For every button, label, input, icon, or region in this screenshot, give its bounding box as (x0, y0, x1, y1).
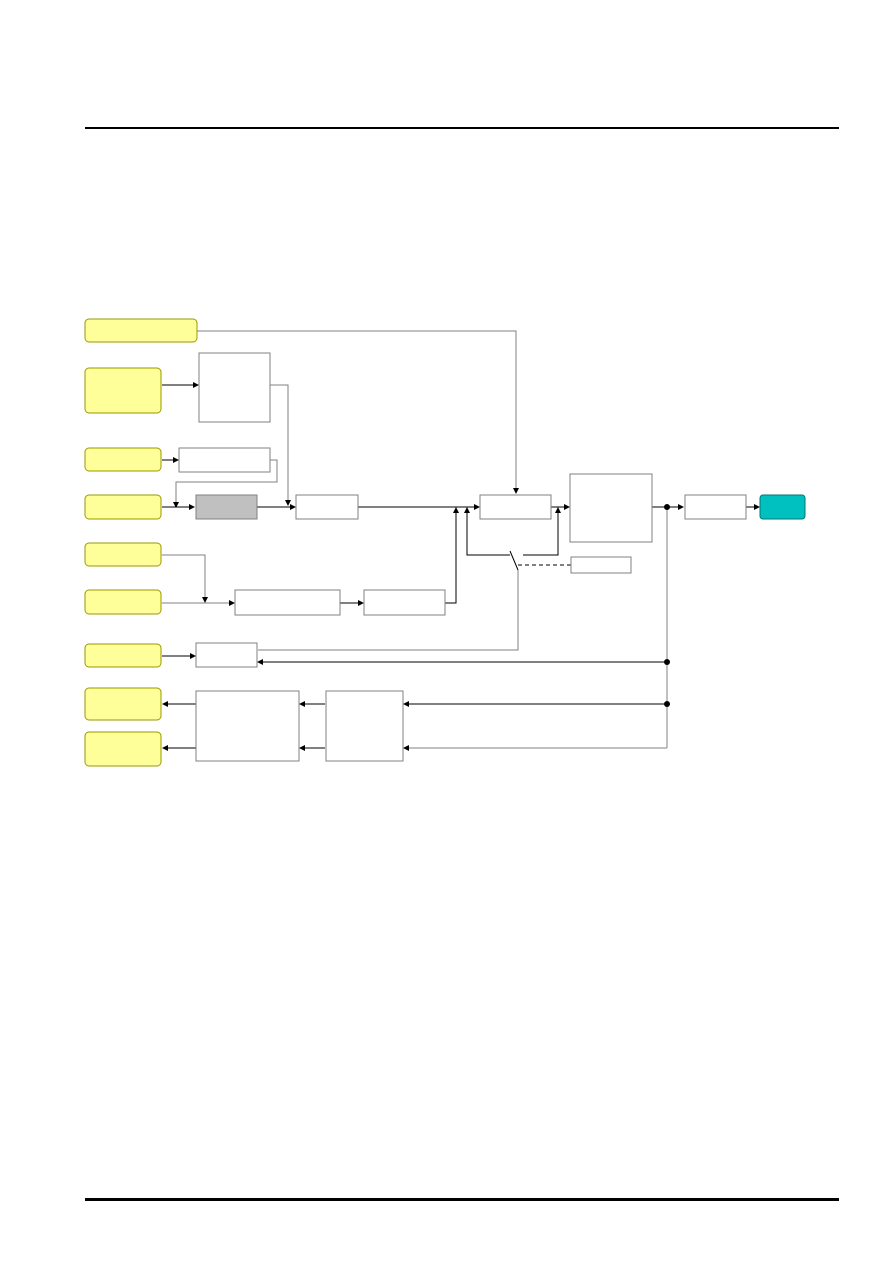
block-h (684, 494, 747, 520)
block-i (570, 556, 632, 574)
input-block (84, 447, 162, 472)
input-block (84, 542, 162, 567)
block-b (178, 447, 271, 473)
block-gray (195, 494, 258, 520)
connection-line (464, 507, 510, 556)
input-block (84, 318, 198, 343)
input-block (84, 643, 162, 668)
block-j (195, 642, 258, 668)
connection-line (173, 459, 278, 508)
connection-line (523, 507, 561, 556)
block-k (195, 690, 300, 762)
junction-dot (664, 701, 670, 707)
connection-line (445, 507, 459, 604)
block-e (363, 589, 446, 616)
inputs (84, 318, 198, 668)
junction-dot (664, 504, 670, 510)
block-f (479, 494, 552, 520)
connection-line (162, 554, 208, 603)
blocks (178, 352, 747, 762)
input-block (84, 367, 162, 414)
connection-line (258, 570, 519, 651)
junctions (664, 504, 670, 707)
output-block (84, 687, 162, 721)
block-a (198, 352, 271, 423)
connections (162, 330, 760, 751)
switch-blade (509, 550, 519, 571)
block-c (295, 494, 359, 520)
header-rule (85, 127, 839, 129)
connection-line (197, 330, 519, 494)
junction-dot (664, 659, 670, 665)
output-block-right (759, 494, 806, 520)
block-g (569, 473, 653, 543)
input-block (84, 589, 162, 615)
output-block (84, 731, 162, 767)
block-l (325, 690, 404, 762)
connection-line (270, 384, 291, 506)
outputs-left (84, 687, 162, 767)
input-block (84, 494, 162, 520)
footer-rule (85, 1198, 839, 1201)
block-d (234, 589, 341, 616)
